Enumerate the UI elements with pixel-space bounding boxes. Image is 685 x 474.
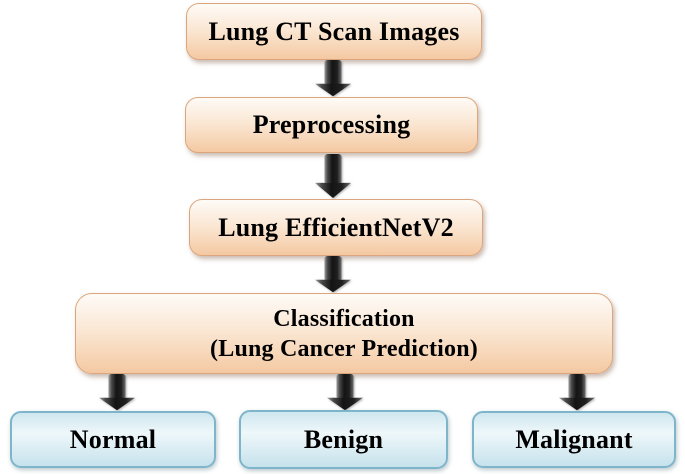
node-normal: Normal [10,411,216,468]
node-label: Preprocessing [252,110,411,139]
node-label: Normal [69,424,157,454]
arrow-down-icon [99,374,135,411]
node-benign: Benign [239,410,448,469]
node-malignant: Malignant [472,411,676,468]
node-preprocessing: Preprocessing [185,97,478,153]
node-sublabel: (Lung Cancer Prediction) [210,335,478,362]
node-lung-ct-scan-images: Lung CT Scan Images [186,3,482,60]
node-lung-efficientnetv2: Lung EfficientNetV2 [189,199,483,256]
arrow-down-icon [315,256,351,293]
node-label: Benign [303,424,384,454]
arrow-down-icon [315,60,351,97]
arrow-down-icon [559,374,595,411]
node-label: Lung EfficientNetV2 [218,212,454,242]
node-label: Classification [273,305,415,332]
arrow-down-icon [327,374,363,411]
arrow-down-icon [315,154,351,199]
node-label: Malignant [515,424,633,454]
node-classification: Classification (Lung Cancer Prediction) [75,293,613,374]
node-label: Lung CT Scan Images [208,16,460,46]
